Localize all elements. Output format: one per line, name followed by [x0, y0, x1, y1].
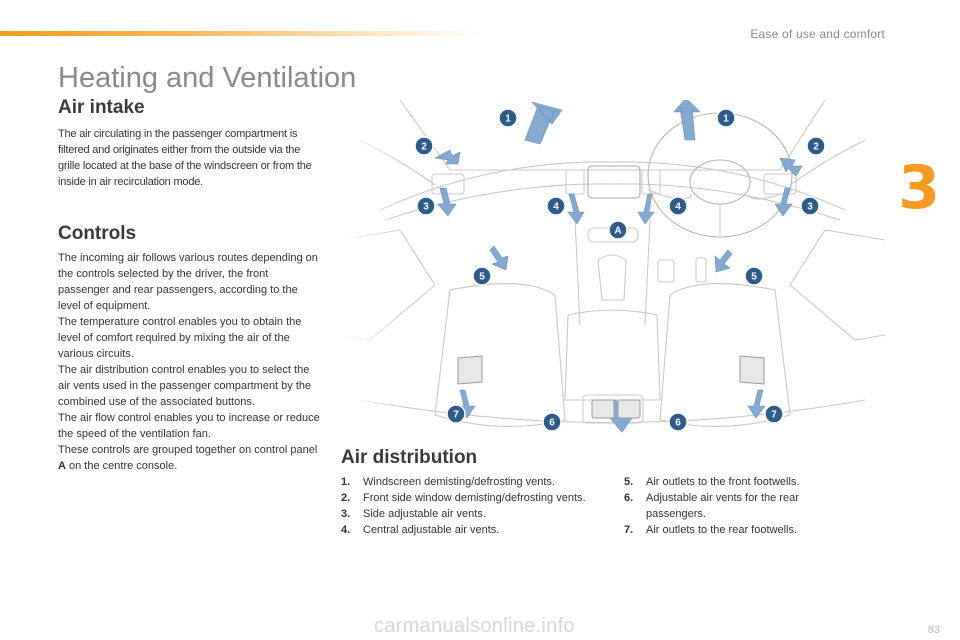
controls-last-text: These controls are grouped together on c… — [58, 444, 318, 456]
svg-text:4: 4 — [553, 202, 559, 213]
page-number: 83 — [927, 624, 940, 636]
controls-heading: Controls — [58, 223, 137, 244]
callout-3-left: 3 — [416, 196, 436, 216]
svg-text:1: 1 — [723, 114, 729, 125]
watermark: carmanualsonline.info — [374, 615, 575, 637]
air-distribution-list-left: 1. Windscreen demisting/defrosting vents.… — [341, 474, 591, 538]
list-item: 1. Windscreen demisting/defrosting vents. — [341, 474, 591, 490]
callout-5-left: 5 — [472, 266, 492, 286]
controls-paragraph: These controls are grouped together on c… — [58, 442, 320, 474]
header-accent-bar — [0, 31, 480, 36]
item-number: 6. — [624, 492, 634, 504]
svg-text:5: 5 — [751, 272, 757, 283]
callout-7-left: 7 — [446, 404, 466, 424]
item-text: Air outlets to the rear footwells. — [646, 524, 798, 536]
air-intake-text: The air circulating in the passenger com… — [58, 128, 312, 188]
air-distribution-list-right: 5. Air outlets to the front footwells. 6.… — [624, 474, 834, 538]
svg-text:3: 3 — [423, 202, 429, 213]
callout-7-right: 7 — [764, 404, 784, 424]
page-title: Heating and Ventilation — [58, 62, 357, 94]
list-item: 4. Central adjustable air vents. — [341, 522, 591, 538]
svg-text:4: 4 — [675, 202, 681, 213]
callout-5-right: 5 — [744, 266, 764, 286]
air-distribution-heading: Air distribution — [341, 447, 478, 468]
list-item: 3. Side adjustable air vents. — [341, 506, 591, 522]
callout-a: A — [608, 220, 628, 240]
svg-text:A: A — [614, 226, 621, 237]
item-number: 7. — [624, 524, 634, 536]
item-text: Adjustable air vents for the rear passen… — [646, 492, 799, 520]
svg-text:7: 7 — [453, 410, 459, 421]
controls-paragraph: The temperature control enables you to o… — [58, 316, 302, 360]
svg-text:2: 2 — [421, 142, 427, 153]
callout-1-left: 1 — [498, 108, 518, 128]
callout-3-right: 3 — [800, 196, 820, 216]
item-number: 2. — [341, 492, 351, 504]
item-number: 3. — [341, 508, 351, 520]
section-label: Ease of use and comfort — [750, 27, 885, 41]
item-number: 1. — [341, 476, 351, 488]
list-item: 6. Adjustable air vents for the rear pass… — [624, 490, 834, 522]
controls-last-text-end: on the centre console. — [65, 460, 178, 472]
callout-4-right: 4 — [668, 196, 688, 216]
item-text: Central adjustable air vents. — [363, 524, 500, 536]
air-intake-heading: Air intake — [58, 97, 145, 118]
item-number: 4. — [341, 524, 351, 536]
svg-text:5: 5 — [479, 272, 485, 283]
car-interior-illustration: 1 1 2 2 3 3 4 4 A 5 5 6 6 7 7 — [340, 100, 885, 440]
list-item: 5. Air outlets to the front footwells. — [624, 474, 834, 490]
panel-label: A — [58, 460, 66, 472]
svg-text:6: 6 — [675, 418, 681, 429]
svg-text:6: 6 — [549, 418, 555, 429]
controls-paragraph: The air distribution control enables you… — [58, 364, 312, 408]
list-item: 7. Air outlets to the rear footwells. — [624, 522, 834, 538]
list-item: 2. Front side window demisting/defrosting… — [341, 490, 591, 506]
controls-paragraph: The air flow control enables you to incr… — [58, 412, 320, 440]
svg-text:3: 3 — [807, 202, 813, 213]
svg-text:2: 2 — [813, 142, 819, 153]
callout-6-right: 6 — [668, 412, 688, 432]
callout-4-left: 4 — [546, 196, 566, 216]
callout-1-right: 1 — [716, 108, 736, 128]
item-text: Windscreen demisting/defrosting vents. — [363, 476, 555, 488]
callout-6-left: 6 — [542, 412, 562, 432]
item-text: Air outlets to the front footwells. — [646, 476, 800, 488]
svg-text:1: 1 — [505, 114, 511, 125]
controls-text: The incoming air follows various routes … — [58, 250, 320, 474]
controls-paragraph: The incoming air follows various routes … — [58, 252, 318, 312]
item-text: Front side window demisting/defrosting v… — [363, 492, 586, 504]
item-text: Side adjustable air vents. — [363, 508, 486, 520]
callout-2-left: 2 — [414, 136, 434, 156]
item-number: 5. — [624, 476, 634, 488]
svg-text:7: 7 — [771, 410, 777, 421]
chapter-number: 3 — [898, 153, 940, 223]
callout-2-right: 2 — [806, 136, 826, 156]
